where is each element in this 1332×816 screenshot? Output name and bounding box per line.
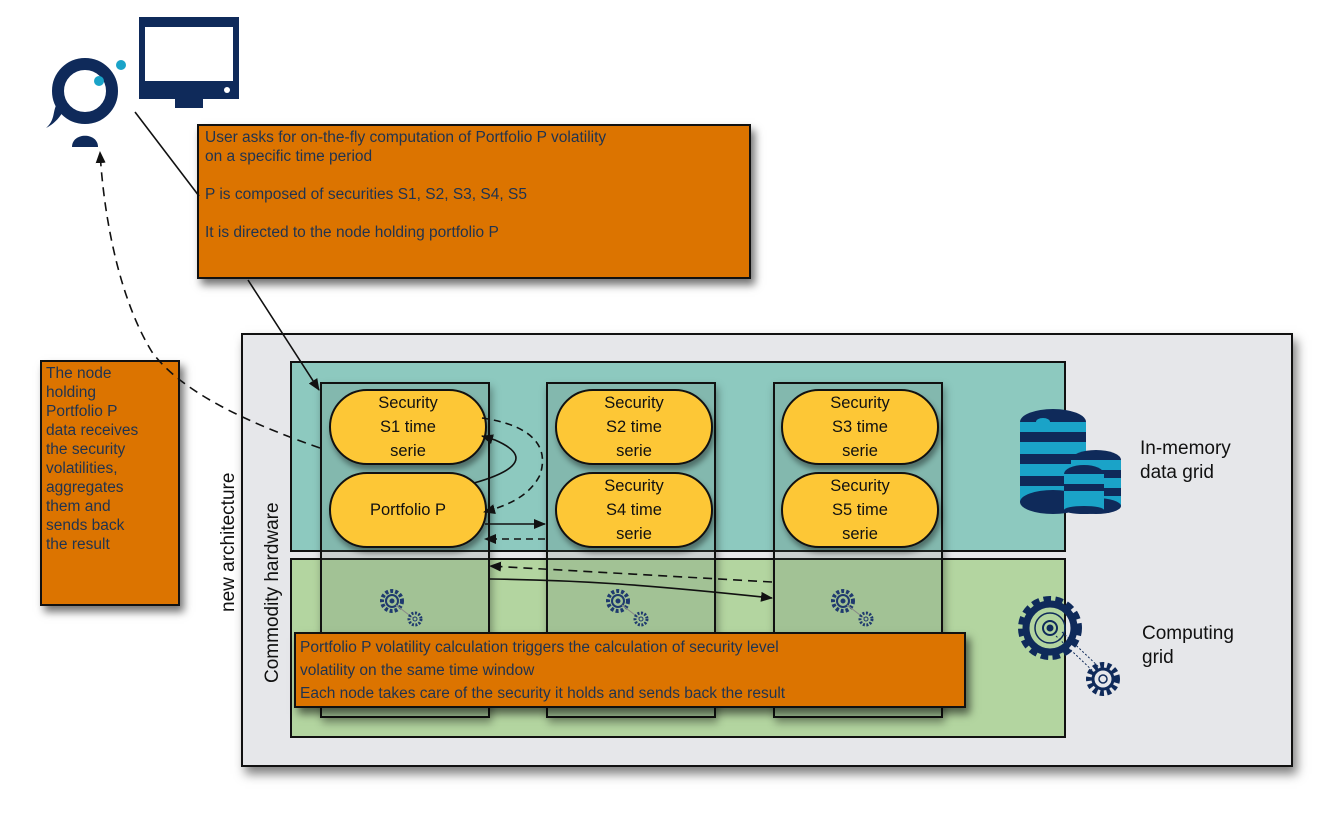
request-note-line: P is composed of securities S1, S2, S3, …	[205, 186, 527, 203]
aggregate-note-line: The node	[46, 365, 112, 382]
request-note-line: User asks for on-the-fly computation of …	[205, 129, 607, 146]
security-s4-node: Security S4 time serie	[555, 472, 713, 548]
aggregate-note-line: holding	[46, 384, 96, 401]
aggregate-note-line: the result	[46, 536, 110, 553]
data-grid-label: In-memory data grid	[1140, 438, 1231, 483]
aggregate-note-line: data receives	[46, 422, 139, 439]
security-s2-node: Security S2 time serie	[555, 389, 713, 465]
aggregate-note-line: them and	[46, 498, 111, 515]
gear-icon	[831, 589, 874, 627]
aggregate-note: The node holding Portfolio P data receiv…	[40, 360, 180, 606]
security-s5-node: Security S5 time serie	[781, 472, 939, 548]
request-note: User asks for on-the-fly computation of …	[197, 124, 751, 279]
user-avatar-icon	[46, 58, 126, 147]
monitor-icon	[139, 17, 239, 108]
user-to-request-connector	[134, 111, 200, 197]
database-stack-icon	[1020, 409, 1121, 514]
gear-icon	[606, 589, 649, 627]
hardware-label: Commodity hardware	[262, 502, 283, 683]
request-note-line: It is directed to the node holding portf…	[205, 224, 499, 241]
compute-note-line: volatility on the same time window	[300, 662, 535, 679]
aggregate-note-line: the security	[46, 441, 126, 458]
architecture-label: new architecture	[218, 472, 239, 612]
aggregate-note-line: volatilities,	[46, 460, 118, 477]
compute-note: Portfolio P volatility calculation trigg…	[294, 632, 966, 708]
aggregate-note-line: Portfolio P	[46, 403, 118, 420]
security-s1-node: Security S1 time serie	[329, 389, 487, 465]
computing-grid-label: Computing grid	[1142, 623, 1234, 668]
request-note-line: on a specific time period	[205, 148, 373, 165]
compute-note-line: Portfolio P volatility calculation trigg…	[300, 639, 779, 656]
gears-icon	[1018, 596, 1120, 696]
security-s3-node: Security S3 time serie	[781, 389, 939, 465]
compute-note-line: Each node takes care of the security it …	[300, 685, 786, 702]
gear-icon	[380, 589, 423, 627]
aggregate-note-line: sends back	[46, 517, 125, 534]
aggregate-note-line: aggregates	[46, 479, 124, 496]
portfolio-p-node: Portfolio P	[329, 472, 487, 548]
